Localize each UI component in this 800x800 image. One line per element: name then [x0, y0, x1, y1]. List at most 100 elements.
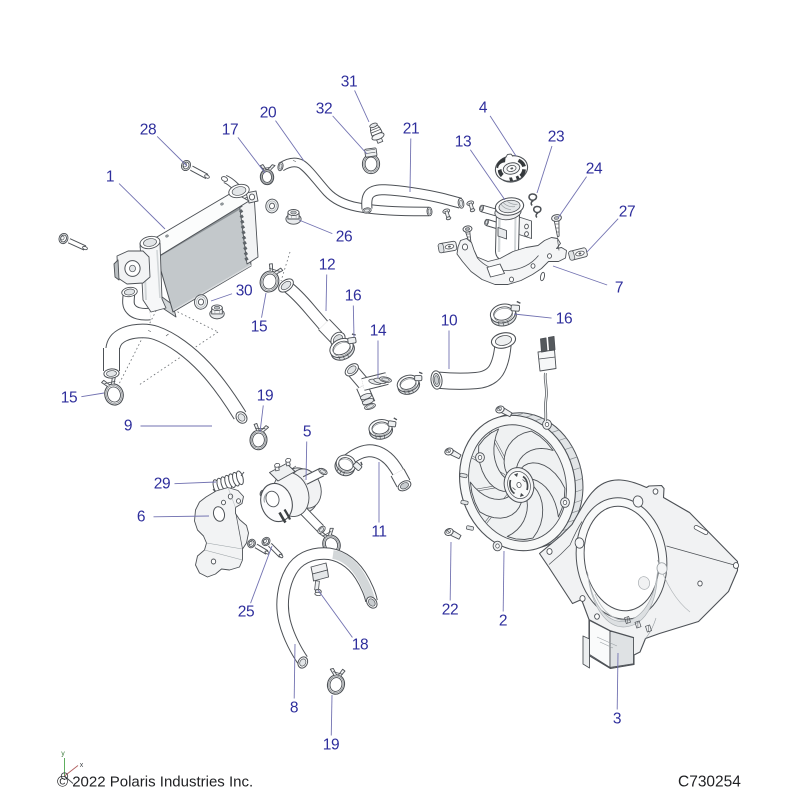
- leader-line-3: [616, 652, 619, 710]
- callout-16a: 16: [345, 288, 362, 338]
- part-number-32: 32: [316, 101, 332, 118]
- part-number-31: 31: [341, 74, 357, 91]
- callout-7: 7: [552, 265, 624, 297]
- part-number-19b: 19: [323, 737, 339, 754]
- clamp-t-below: [368, 417, 398, 440]
- triad-z-axis: [64, 775, 74, 784]
- part-number-24: 24: [586, 161, 603, 178]
- callout-19b: 19: [323, 694, 340, 754]
- washer-26: [265, 198, 279, 214]
- leader-line-32: [332, 115, 368, 155]
- callout-6: 6: [137, 509, 210, 526]
- part-number-1: 1: [106, 169, 114, 186]
- cap-4-illustration: [494, 153, 529, 183]
- callout-15a: 15: [251, 292, 268, 336]
- callout-18: 18: [317, 589, 369, 654]
- reservoir-13-illustration: [479, 197, 532, 262]
- part-number-16b: 16: [556, 311, 572, 328]
- callout-2: 2: [499, 550, 508, 630]
- clamp-16-right: [489, 300, 521, 327]
- callout-22: 22: [442, 541, 459, 619]
- drawing-code: C730254: [678, 774, 741, 791]
- leader-line-24: [557, 176, 587, 219]
- clamp-32: [361, 147, 381, 175]
- part-number-26: 26: [336, 229, 352, 246]
- leader-line-23: [536, 145, 553, 194]
- callout-27: 27: [586, 204, 636, 253]
- leader-line-28: [156, 136, 188, 167]
- callout-20: 20: [260, 105, 305, 162]
- triad-x-label: x: [80, 762, 84, 769]
- leader-line-6: [153, 515, 210, 518]
- part-number-29: 29: [154, 476, 170, 493]
- part-number-14: 14: [370, 323, 387, 340]
- part-number-23: 23: [548, 129, 564, 146]
- callout-32: 32: [316, 101, 368, 155]
- callout-3: 3: [613, 652, 622, 728]
- leader-line-5: [305, 441, 308, 481]
- part-number-3: 3: [613, 711, 621, 728]
- leader-line-19b: [330, 694, 333, 736]
- hose-20-illustration: [277, 157, 433, 217]
- shroud-3-illustration: [538, 479, 740, 670]
- callout-9: 9: [124, 418, 212, 435]
- clamp-16-upper: [329, 333, 357, 361]
- push-pin-b: [466, 200, 476, 213]
- callout-4: 4: [479, 100, 517, 157]
- callout-15b: 15: [61, 390, 105, 407]
- leader-line-19a: [259, 405, 264, 433]
- part-number-21: 21: [403, 121, 419, 138]
- part-number-16a: 16: [345, 288, 361, 305]
- nut-26: [285, 209, 302, 225]
- hose-8-illustration: [276, 547, 378, 669]
- callout-8: 8: [290, 643, 299, 717]
- leader-line-16a: [352, 305, 355, 338]
- callout-25: 25: [238, 545, 273, 621]
- part-number-5: 5: [303, 424, 311, 441]
- clamp-17: [259, 164, 276, 186]
- leader-line-27: [586, 218, 619, 253]
- clamp-11: [334, 454, 363, 477]
- part-number-25: 25: [238, 604, 254, 621]
- leader-line-15b: [81, 392, 105, 398]
- push-pin-a: [442, 208, 452, 221]
- callout-1: 1: [106, 169, 166, 230]
- fan-wire-connector: [537, 336, 557, 422]
- leader-line-17: [237, 137, 266, 174]
- leader-line-2: [502, 550, 505, 612]
- leader-line-16b: [513, 313, 552, 319]
- callout-13: 13: [455, 134, 506, 201]
- callout-29: 29: [154, 476, 217, 493]
- bracket-6-illustration: [194, 487, 249, 578]
- part-number-11: 11: [371, 524, 386, 541]
- hose-9-illustration: [103, 323, 248, 424]
- leader-line-8: [293, 643, 296, 699]
- part-number-15b: 15: [61, 390, 77, 407]
- callout-17: 17: [222, 122, 266, 174]
- part-number-6: 6: [137, 509, 145, 526]
- part-number-2: 2: [499, 613, 507, 630]
- triad-y-label: y: [61, 751, 65, 758]
- leader-line-29: [174, 481, 217, 485]
- leader-line-13: [469, 149, 506, 201]
- hose-10-illustration: [430, 332, 517, 390]
- leader-line-1: [118, 183, 166, 230]
- part-number-4: 4: [479, 100, 488, 117]
- leader-line-30: [210, 293, 233, 302]
- nut-30: [209, 304, 225, 320]
- clamp-19-lower: [326, 668, 346, 695]
- clamp-15-upper: [259, 263, 284, 293]
- copyright-text: © 2022 Polaris Industries Inc.: [57, 774, 253, 791]
- callout-19a: 19: [257, 388, 274, 433]
- bracket-7-illustration: [456, 237, 567, 285]
- hose-21-illustration: [361, 184, 465, 214]
- radiator-illustration: [113, 174, 259, 321]
- leader-line-31: [354, 90, 370, 123]
- leader-line-18: [317, 589, 353, 638]
- leader-line-26: [298, 219, 333, 235]
- clamp-t-right: [396, 371, 423, 395]
- leader-line-7: [552, 265, 608, 286]
- bolt-28-left: [58, 232, 88, 251]
